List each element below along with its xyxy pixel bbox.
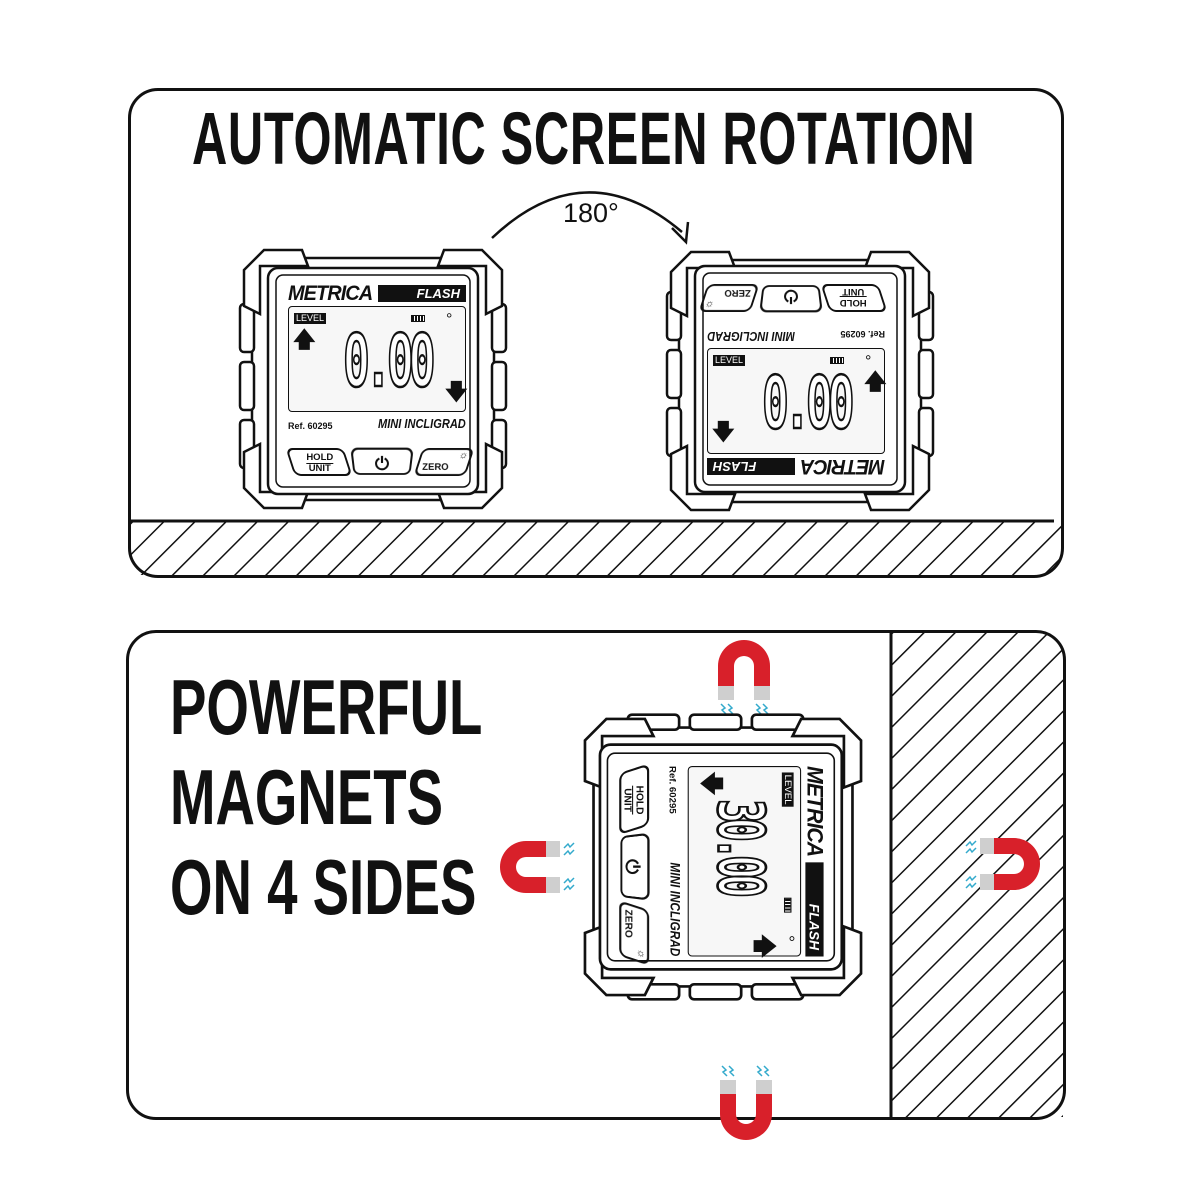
power-button[interactable]: ⏻	[759, 285, 823, 313]
backlight-icon: ☼	[635, 947, 648, 961]
model-badge: FLASH	[707, 458, 795, 475]
degree-symbol: °	[777, 935, 796, 942]
reference-number: Ref. 60295	[288, 421, 333, 431]
zero-button[interactable]: ZERO ☼	[698, 284, 760, 312]
magnets-heading-line-2: MAGNETS	[170, 753, 443, 841]
reference-number: Ref. 60295	[840, 329, 885, 339]
tilt-arrow-icon: 🡇	[712, 419, 735, 444]
power-button[interactable]: ⏻	[620, 832, 650, 901]
brand-logo: METRICA	[800, 455, 885, 478]
zero-label: ZERO	[422, 462, 449, 473]
battery-icon	[783, 897, 792, 913]
tilt-arrow-icon: 🡅	[864, 369, 887, 394]
level-mode-label: LEVEL	[294, 313, 327, 324]
magnet-icon-top	[717, 639, 771, 715]
angle-reading: 30.00	[702, 798, 779, 893]
magnet-icon-left	[499, 840, 575, 894]
brand-logo: METRICA	[802, 766, 827, 857]
zero-button[interactable]: ZERO ☼	[413, 448, 475, 476]
lcd-screen: LEVEL 🡅 0.00 ° 🡇	[288, 306, 468, 412]
inclinometer-rotated-180: METRICA FLASH LEVEL 🡇 0.00 ° 🡅 Ref. 6029…	[665, 246, 935, 516]
tilt-arrow-icon: 🡅	[293, 327, 316, 352]
tilt-arrow-icon: 🡇	[698, 771, 726, 796]
power-icon: ⏻	[622, 858, 643, 875]
reference-number: Ref. 60295	[667, 766, 679, 814]
backlight-icon: ☼	[457, 450, 470, 461]
power-icon: ⏻	[783, 286, 799, 307]
zero-label: ZERO	[622, 909, 635, 938]
power-icon: ⏻	[374, 453, 390, 474]
battery-icon	[411, 315, 425, 322]
power-button[interactable]: ⏻	[350, 447, 414, 475]
floor-hatch	[131, 522, 1061, 575]
product-name: MINI INCLIGRAD	[707, 329, 795, 344]
hold-label: HOLD	[840, 296, 868, 308]
zero-button[interactable]: ZERO☼	[619, 900, 650, 966]
rotation-angle-label: 180°	[563, 198, 619, 228]
angle-reading: 0.00	[342, 319, 436, 403]
zero-label: ZERO	[724, 287, 751, 298]
unit-label: UNIT	[308, 463, 331, 474]
backlight-icon: ☼	[703, 299, 716, 310]
magnets-heading-line-1: POWERFUL	[170, 663, 483, 751]
magnet-icon-bottom	[719, 1065, 773, 1141]
product-name: MINI INCLIGRAD	[378, 416, 466, 431]
angle-reading: 0.00	[761, 360, 851, 446]
model-badge: FLASH	[378, 285, 466, 302]
brand-logo: METRICA	[288, 282, 373, 305]
level-mode-label: LEVEL	[713, 355, 746, 366]
level-mode-label: LEVEL	[781, 772, 794, 807]
lcd-screen: LEVEL 🡇 0.00 ° 🡅	[707, 348, 887, 454]
degree-symbol: °	[446, 311, 453, 328]
unit-label: UNIT	[621, 787, 634, 812]
hold-label: HOLD	[632, 785, 645, 814]
lcd-screen: LEVEL 🡇 30.00 ° 🡅	[687, 766, 802, 959]
model-badge: FLASH	[805, 862, 824, 957]
tilt-arrow-icon: 🡇	[445, 379, 468, 404]
tilt-arrow-icon: 🡅	[751, 934, 779, 959]
magnets-heading-line-3: ON 4 SIDES	[170, 843, 477, 931]
rotation-arrow-icon	[491, 191, 683, 239]
inclinometer-on-wall: METRICA FLASH LEVEL 🡇 30.00 ° 🡅 Ref. 602…	[579, 713, 868, 1002]
rotation-title: AUTOMATIC SCREEN ROTATION	[192, 97, 976, 180]
unit-label: UNIT	[842, 286, 865, 297]
inclinometer-upright: METRICA FLASH LEVEL 🡅 0.00 ° 🡇 Ref. 6029…	[238, 244, 508, 514]
product-name: MINI INCLIGRAD	[667, 862, 684, 957]
